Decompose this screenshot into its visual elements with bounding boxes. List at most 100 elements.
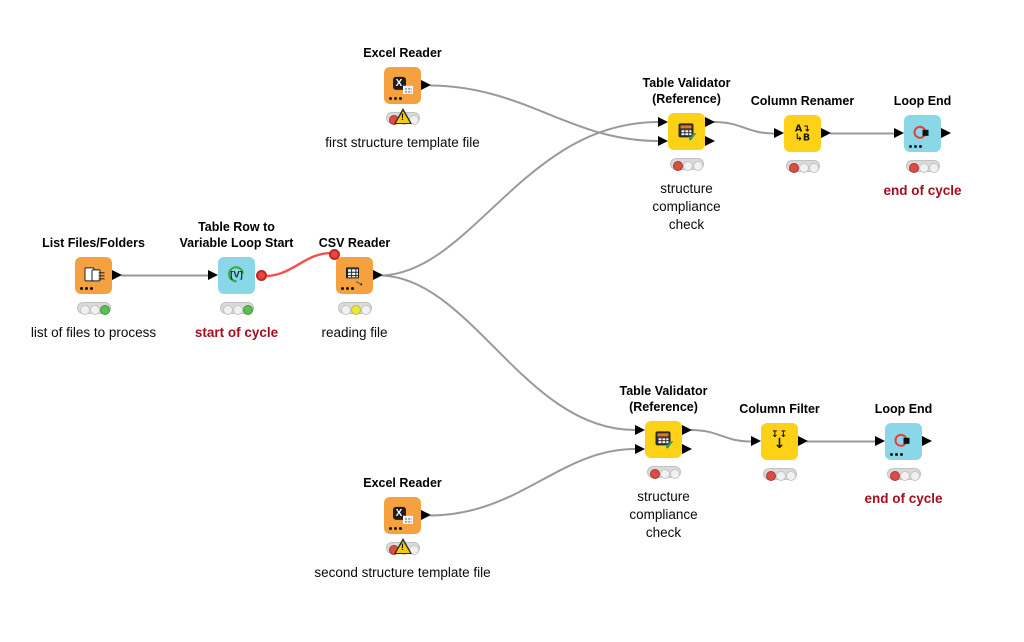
- check-icon: ✓: [664, 436, 675, 452]
- dynamic-ports-dots[interactable]: [389, 526, 392, 530]
- node-csv-reader[interactable]: CSV Reader → reading file: [319, 236, 391, 340]
- node-annotation: second structure template file: [314, 565, 491, 580]
- output-port-1[interactable]: [705, 116, 715, 127]
- node-column-filter[interactable]: Column Filter ↧↧ ↓: [739, 402, 820, 481]
- node-excel-reader-bottom[interactable]: Excel Reader X ! second structure templa…: [314, 476, 490, 580]
- output-port[interactable]: [421, 80, 431, 90]
- output-port[interactable]: [373, 270, 383, 280]
- status-traffic-light: [76, 302, 111, 315]
- node-annotation: end of cycle: [883, 183, 962, 198]
- spreadsheet-grid-icon: [402, 515, 413, 524]
- node-annotation: first structure template file: [325, 135, 480, 150]
- node-annotation: structure compliance check: [652, 181, 721, 232]
- input-port[interactable]: [751, 436, 761, 446]
- status-led-yellow: [90, 304, 100, 315]
- loop-end-icon: [913, 124, 932, 141]
- input-port[interactable]: [208, 270, 218, 280]
- node-title: Excel Reader: [363, 476, 442, 490]
- connection-csvreader-validator-top[interactable]: [381, 121, 659, 277]
- input-port-1[interactable]: [635, 424, 645, 435]
- input-port-2[interactable]: [635, 443, 645, 454]
- status-led-red: [673, 160, 683, 171]
- dynamic-ports-dots[interactable]: [341, 286, 344, 290]
- connection-validator-bottom-filter[interactable]: [690, 429, 752, 443]
- status-led-red: [890, 470, 900, 481]
- node-excel-reader-top[interactable]: Excel Reader X ! first structure templat…: [325, 46, 480, 150]
- connection-validator-top-renamer[interactable]: [713, 121, 775, 135]
- dynamic-ports-dots[interactable]: [80, 286, 83, 290]
- status-led-yellow: [233, 304, 243, 315]
- status-led-green: [910, 470, 920, 481]
- dynamic-ports-dots[interactable]: [909, 144, 912, 148]
- node-loop-end-top[interactable]: Loop End end of cycle: [883, 94, 961, 198]
- status-traffic-light: [762, 468, 797, 481]
- loop-start-icon: [V]: [224, 262, 248, 285]
- status-traffic-light: [669, 158, 704, 171]
- node-table-validator-bottom[interactable]: Table Validator (Reference) ✓ structure …: [620, 384, 708, 540]
- node-table-validator-top[interactable]: Table Validator (Reference) ✓ structure …: [643, 76, 731, 232]
- connection-excel-top-validator-top[interactable]: [429, 84, 659, 142]
- status-traffic-light: [785, 160, 820, 173]
- node-title: Column Renamer: [750, 94, 855, 108]
- rename-ab-icon: A↴ ↳B: [794, 122, 811, 143]
- output-port[interactable]: [941, 128, 951, 138]
- input-port[interactable]: [774, 128, 784, 138]
- status-led-green: [809, 162, 819, 173]
- status-traffic-light: [646, 466, 681, 479]
- input-port-1[interactable]: [658, 116, 668, 127]
- node-title: Excel Reader: [363, 46, 442, 60]
- output-port-2[interactable]: [682, 443, 692, 454]
- status-traffic-light: [219, 302, 254, 315]
- node-annotation: end of cycle: [864, 491, 943, 506]
- check-icon: ✓: [687, 128, 698, 144]
- warning-triangle-icon: !: [393, 538, 413, 556]
- status-led-yellow: [776, 470, 786, 481]
- connection-csvreader-validator-bottom[interactable]: [381, 274, 636, 431]
- node-title: Column Filter: [739, 402, 820, 416]
- output-port[interactable]: [421, 510, 431, 520]
- status-led-green: [786, 470, 796, 481]
- output-port-1[interactable]: [682, 424, 692, 435]
- connection-loopstart-csvreader-flowvariable[interactable]: [257, 251, 335, 278]
- status-led-red: [223, 304, 233, 315]
- status-led-yellow: [660, 468, 670, 479]
- node-list-files-folders[interactable]: List Files/Folders list of files to proc…: [31, 236, 156, 340]
- node-title: Table Validator (Reference): [642, 76, 731, 106]
- flow-variable-output-port[interactable]: [256, 270, 267, 281]
- node-title: List Files/Folders: [42, 236, 145, 250]
- output-port[interactable]: [922, 436, 932, 446]
- status-led-yellow: [799, 162, 809, 173]
- node-title: Loop End: [874, 402, 933, 416]
- status-led-green: [670, 468, 680, 479]
- status-led-green: [693, 160, 703, 171]
- connection-excel-bottom-validator-bottom[interactable]: [429, 448, 636, 517]
- flow-variable-input-port[interactable]: [329, 249, 340, 260]
- status-traffic-light: [886, 468, 921, 481]
- loop-end-icon: [894, 432, 913, 449]
- table-validator-icon: ✓: [678, 122, 698, 143]
- output-port-2[interactable]: [705, 135, 715, 146]
- column-filter-icon: ↧↧ ↓: [770, 429, 789, 452]
- status-led-red: [766, 470, 776, 481]
- node-title: CSV Reader: [318, 236, 391, 250]
- input-port[interactable]: [894, 128, 904, 138]
- csv-table-icon: →: [345, 266, 368, 290]
- status-led-red: [650, 468, 660, 479]
- input-port[interactable]: [875, 436, 885, 446]
- node-column-renamer[interactable]: Column Renamer A↴ ↳B: [751, 94, 854, 173]
- input-port-2[interactable]: [658, 135, 668, 146]
- status-traffic-light: [337, 302, 372, 315]
- dynamic-ports-dots[interactable]: [890, 452, 893, 456]
- status-led-green: [929, 162, 939, 173]
- node-table-row-to-variable-loop-start[interactable]: Table Row to Variable Loop Start [V] sta…: [180, 220, 294, 340]
- table-validator-icon: ✓: [655, 430, 675, 451]
- output-port[interactable]: [798, 436, 808, 446]
- status-led-red: [909, 162, 919, 173]
- node-title: Table Validator (Reference): [619, 384, 708, 414]
- node-loop-end-bottom[interactable]: Loop End end of cycle: [864, 402, 942, 506]
- output-port[interactable]: [112, 270, 122, 280]
- dynamic-ports-dots[interactable]: [389, 96, 392, 100]
- output-port[interactable]: [821, 128, 831, 138]
